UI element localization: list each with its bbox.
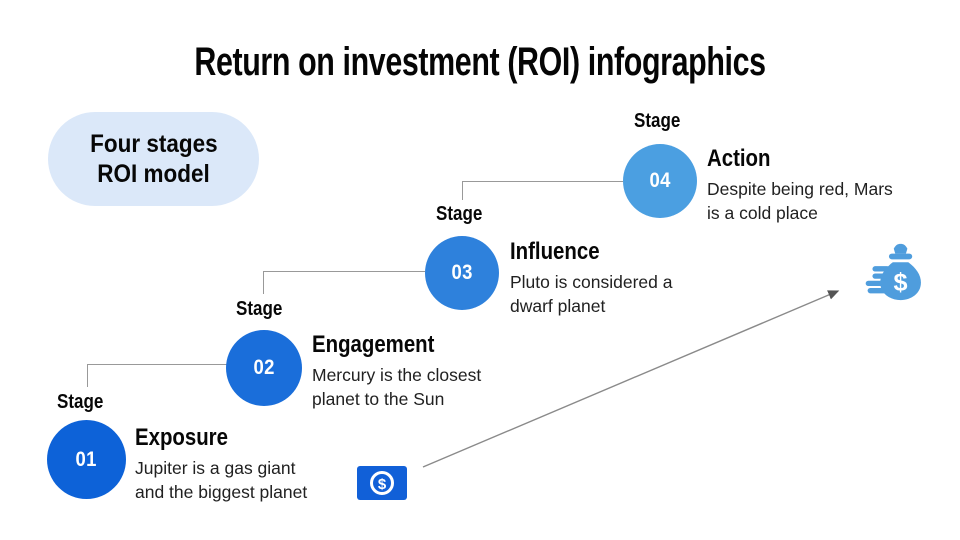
stage-desc-2-line1: Mercury is the closest [312,365,482,385]
stage-text-2: Engagement Mercury is the closest planet… [312,331,481,411]
stage-desc-1-line2: and the biggest planet [135,481,308,502]
stage-heading-2: Engagement [312,331,435,358]
four-stages-badge: Four stages ROI model [48,112,259,206]
stage-heading-1: Exposure [135,424,228,451]
stage-desc-3-line2: dwarf planet [510,295,606,316]
stage-desc-3-line1: Pluto is considered a [510,272,673,292]
stage-circle-2: 02 [226,330,302,406]
stage-text-3: Influence Pluto is considered a dwarf pl… [510,238,672,318]
stage-label-3: Stage [436,203,483,225]
stage-desc-1-line1: Jupiter is a gas giant [135,458,296,478]
stage-heading-3: Influence [510,238,600,265]
stage-circle-1: 01 [47,420,126,499]
dollar-glyph: $ [378,476,387,493]
stage-heading-4: Action [707,145,771,172]
stage-number-1: 01 [75,447,98,471]
connector-line-1 [87,364,227,387]
stage-label-1: Stage [57,391,104,413]
page-title: Return on investment (ROI) infographics [194,40,766,84]
money-bill-icon: $ [357,466,407,500]
stage-desc-2-line2: planet to the Sun [312,388,445,409]
stage-number-4: 04 [649,169,671,192]
stage-circle-4: 04 [623,144,697,218]
stage-label-2: Stage [236,298,283,320]
stage-desc-4-line1: Despite being red, Mars [707,179,893,199]
stage-text-4: Action Despite being red, Mars is a cold… [707,145,893,225]
connector-line-2 [263,271,425,294]
dollar-glyph: $ [894,268,908,296]
stage-desc-4-line2: is a cold place [707,202,818,223]
badge-line-1: Four stages [89,130,218,158]
stage-number-2: 02 [253,356,275,379]
stage-text-1: Exposure Jupiter is a gas giant and the … [135,424,307,504]
stage-number-3: 03 [451,261,473,284]
connector-line-3 [462,181,623,200]
money-bag-icon: $ [865,243,921,301]
stage-circle-3: 03 [425,236,499,310]
stage-label-4: Stage [634,110,681,132]
badge-line-2: ROI model [97,160,210,188]
